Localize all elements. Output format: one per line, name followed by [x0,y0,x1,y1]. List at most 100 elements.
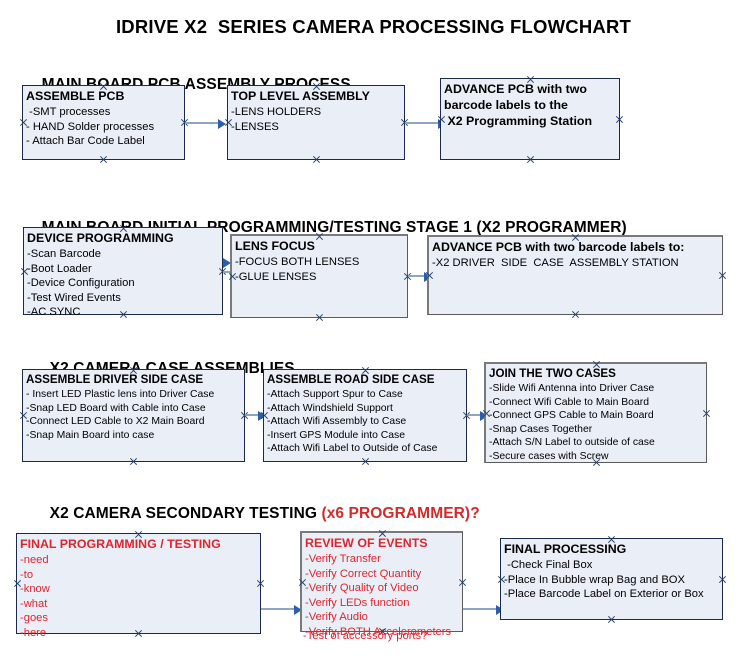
connector-grip-left[interactable] [482,409,491,418]
node-line: -Test Wired Events [27,291,121,304]
node-header: TOP LEVEL ASSEMBLY [231,89,370,103]
node-line: - Insert LED Plastic lens into Driver Ca… [26,389,215,400]
connector-grip-left[interactable] [19,411,28,420]
connector-grip-bottom[interactable] [607,615,616,624]
connector-grip-left[interactable] [298,578,307,587]
node-line: -Attach Support Spur to Case [267,389,403,400]
connector-review-to-final-processing[interactable] [463,608,499,610]
node-line: -Connect Wifi Cable to Main Board [489,396,649,408]
node-body: ASSEMBLE ROAD SIDE CASE -Attach Support … [264,370,466,456]
connector-grip-top[interactable] [526,75,535,84]
connector-top-level-to-advance-pcb[interactable] [405,122,440,124]
connector-grip-right[interactable] [702,409,711,418]
connector-final-programming-to-review[interactable] [261,608,297,610]
node-advance-pcb-to-driver-side-case[interactable]: ADVANCE PCB with two barcode labels to: … [427,235,723,315]
node-line: -Boot Loader [27,262,92,275]
connector-grip-top[interactable] [607,535,616,544]
connector-road-case-to-join-cases[interactable] [467,414,483,416]
node-join-the-two-cases[interactable]: JOIN THE TWO CASES -Slide Wifi Antenna i… [484,362,707,463]
connector-grip-bottom[interactable] [119,310,128,319]
node-device-programming[interactable]: DEVICE PROGRAMMING -Scan Barcode -Boot L… [20,224,223,318]
node-review-of-events[interactable]: REVIEW OF EVENTS -Verify Transfer -Verif… [298,529,463,638]
connector-grip-top[interactable] [119,224,128,233]
connector-grip-top[interactable] [312,82,321,91]
connector-grip-left[interactable] [425,271,434,280]
node-header: FINAL PROCESSING [504,542,627,556]
connector-grip-bottom[interactable] [361,457,370,466]
connector-grip-top[interactable] [99,82,108,91]
connector-grip-left[interactable] [437,115,446,124]
connector-grip-left[interactable] [13,579,22,588]
connector-grip-top[interactable] [592,360,601,369]
node-line: -Attach Wifi Label to Outside of Case [267,443,438,455]
connector-grip-left[interactable] [260,411,269,420]
connector-grip-bottom[interactable] [571,310,580,319]
node-line: -Snap Main Board into case [26,429,155,441]
node-line: -Insert GPS Module into Case [267,429,406,441]
connector-grip-bottom[interactable] [99,155,108,164]
node-final-processing[interactable]: FINAL PROCESSING -Check Final Box -Place… [500,538,723,620]
connector-grip-bottom[interactable] [129,457,138,466]
connector-grip-right[interactable] [718,575,727,584]
connector-grip-left[interactable] [497,575,506,584]
node-lens-focus[interactable]: LENS FOCUS -FOCUS BOTH LENSES -GLUE LENS… [230,234,408,318]
section-heading-annotation: (x6 PROGRAMMER)? [321,505,480,522]
connector-grip-top[interactable] [129,366,138,375]
node-line: -Snap LED Board with Cable into Case [26,402,206,414]
section-heading-x2-camera-secondary-testing: X2 CAMERA SECONDARY TESTING (x6 PROGRAMM… [32,487,480,541]
connector-driver-case-to-road-case[interactable] [245,414,261,416]
node-line: -FOCUS BOTH LENSES [235,256,360,268]
connector-grip-right[interactable] [718,271,727,280]
node-top-level-assembly[interactable]: TOP LEVEL ASSEMBLY -LENS HOLDERS -LENSES [227,85,405,160]
node-line: -need [20,554,49,566]
connector-grip-bottom[interactable] [526,155,535,164]
node-line: -LENSES [231,120,279,133]
connector-grip-top[interactable] [378,529,387,538]
connector-grip-right[interactable] [256,579,265,588]
connector-grip-bottom[interactable] [315,313,324,322]
node-line: -to [20,568,34,581]
node-line: -Verify LEDs function [305,596,410,609]
connector-grip-bottom[interactable] [312,155,321,164]
node-advance-pcb-to-programming-station[interactable]: ADVANCE PCB with two barcode labels to t… [440,78,620,160]
node-line: -Verify Transfer [305,553,381,565]
node-body: JOIN THE TWO CASES -Slide Wifi Antenna i… [486,364,706,464]
node-header: DEVICE PROGRAMMING [27,231,174,245]
node-body: REVIEW OF EVENTS -Verify Transfer -Verif… [302,533,462,639]
connector-grip-top[interactable] [134,530,143,539]
connector-grip-bottom[interactable] [134,629,143,638]
node-line-overflow: -Test of accessory ports? [303,630,428,642]
node-body: ADVANCE PCB with two barcode labels to t… [441,79,619,129]
connector-lens-focus-to-advance-pcb[interactable] [408,275,426,277]
node-line: -Connect LED Cable to X2 Main Board [26,416,205,428]
connector-assemble-pcb-to-top-level[interactable] [185,122,220,124]
node-line: - HAND Solder processes [26,120,155,133]
node-assemble-driver-side-case[interactable]: ASSEMBLE DRIVER SIDE CASE - Insert LED P… [22,369,245,462]
node-assemble-road-side-case[interactable]: ASSEMBLE ROAD SIDE CASE -Attach Support … [263,369,467,462]
node-line: -Verify BOTH Accelerometers [305,625,452,638]
node-body: FINAL PROCESSING -Check Final Box -Place… [501,539,722,602]
node-line: -LENS HOLDERS [231,106,322,118]
connector-grip-top[interactable] [571,233,580,242]
connector-grip-right[interactable] [615,115,624,124]
node-header: JOIN THE TWO CASES [489,367,616,380]
connector-grip-right[interactable] [458,578,467,587]
node-line: -what [20,597,48,610]
connector-grip-left[interactable] [19,118,28,127]
node-assemble-pcb[interactable]: ASSEMBLE PCB -SMT processes - HAND Solde… [22,85,185,160]
connector-grip-top[interactable] [315,232,324,241]
connector-grip-bottom[interactable] [592,458,601,467]
connector-grip-left[interactable] [20,267,29,276]
node-final-programming-testing[interactable]: FINAL PROGRAMMING / TESTING -need -to -k… [13,530,261,639]
arrowhead-icon [218,119,226,129]
node-line: -Attach Wifi Assembly to Case [267,416,407,428]
node-line: -Attach Windshield Support [267,402,393,414]
connector-grip-left[interactable] [228,272,237,281]
connector-grip-top[interactable] [361,366,370,375]
node-line: -X2 DRIVER SIDE CASE ASSEMBLY STATION [432,257,679,269]
connector-grip-left[interactable] [224,118,233,127]
node-header: ASSEMBLE PCB [26,89,125,103]
node-line: -Snap Cases Together [489,423,593,435]
node-line: -goes [20,612,48,624]
